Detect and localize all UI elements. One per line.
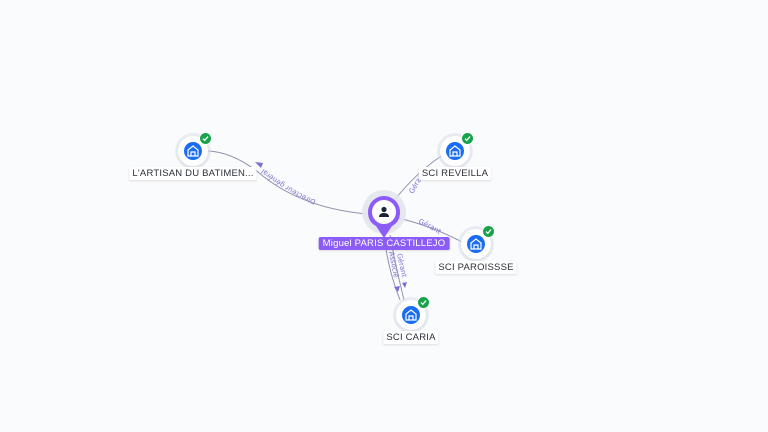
check-icon [461, 132, 474, 145]
building-icon [402, 306, 420, 324]
company-label-reveilla[interactable]: SCI REVEILLA [418, 167, 492, 180]
company-label-caria[interactable]: SCI CARIA [383, 331, 439, 344]
company-node-caria[interactable] [396, 296, 430, 330]
arrow-caria-2-icon [402, 282, 407, 288]
building-icon [184, 142, 202, 160]
building-icon [446, 142, 464, 160]
company-node-artisan[interactable] [178, 132, 212, 166]
edge-label-paroissse: Gérant [417, 217, 442, 236]
person-node[interactable] [362, 190, 406, 238]
edge-label-artisan: Directeur général [260, 167, 317, 206]
company-node-reveilla[interactable] [440, 132, 474, 166]
person-label[interactable]: Miguel PARIS CASTILLEJO [318, 237, 450, 250]
person-icon [379, 206, 389, 217]
check-icon [417, 296, 430, 309]
arrow-caria-icon [394, 286, 400, 292]
edge-artisan [207, 150, 368, 215]
company-label-paroissse[interactable]: SCI PAROISSSE [435, 261, 517, 274]
arrow-artisan-icon [255, 162, 263, 168]
company-label-artisan[interactable]: L'ARTISAN DU BATIMEN... [129, 167, 257, 180]
building-icon [467, 235, 485, 253]
check-icon [482, 225, 495, 238]
company-node-paroissse[interactable] [461, 225, 495, 259]
check-icon [199, 132, 212, 145]
